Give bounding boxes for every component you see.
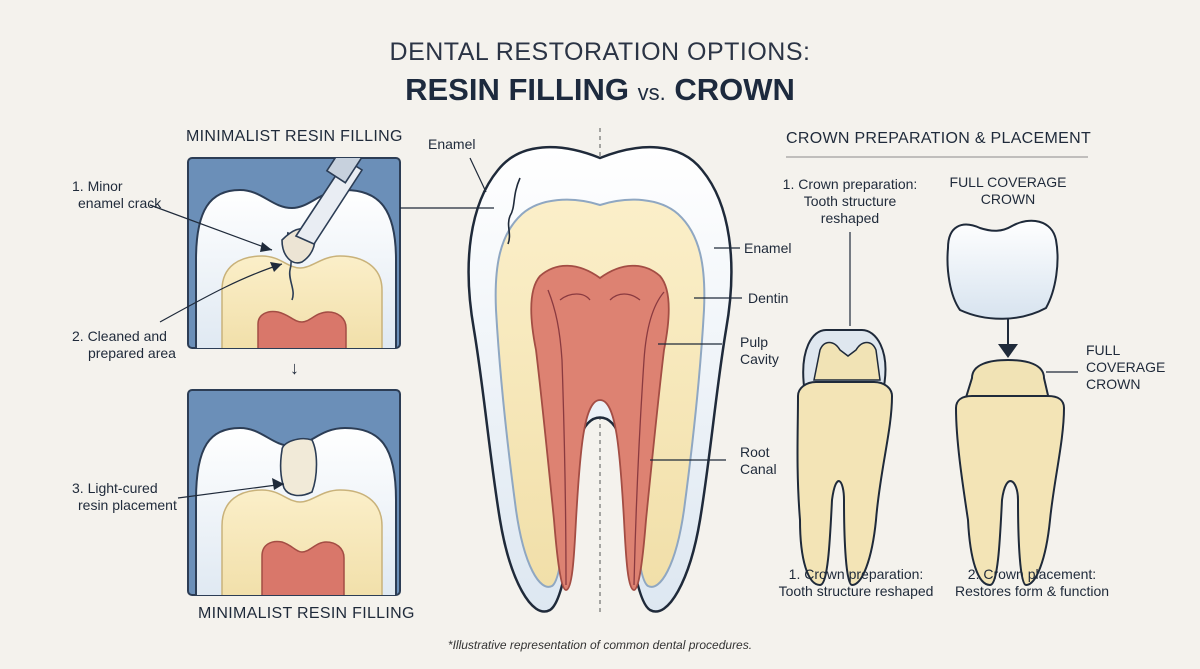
right-heading: CROWN PREPARATION & PLACEMENT (786, 130, 1092, 147)
step2-label: 2. Cleaned and prepared area (72, 328, 176, 362)
label-root-line1: Root (740, 444, 770, 460)
title-resin: RESIN FILLING (405, 72, 629, 107)
prep-top-label: 1. Crown preparation: Tooth structure re… (772, 176, 928, 227)
fcc-side-line2: COVERAGE (1086, 359, 1166, 375)
label-root: Root Canal (740, 444, 777, 478)
title-vs: vs. (637, 80, 666, 105)
filling-step1-panel (187, 157, 401, 349)
left-heading-top: MINIMALIST RESIN FILLING (186, 128, 403, 145)
left-heading-bottom: MINIMALIST RESIN FILLING (198, 605, 415, 622)
step3-label: 3. Light-cured resin placement (72, 480, 177, 514)
label-root-line2: Canal (740, 461, 777, 477)
fcc-side-line3: CROWN (1086, 376, 1141, 392)
step1-line1: 1. Minor (72, 178, 123, 194)
leader-arrowheads (260, 242, 284, 490)
step3-line2: resin placement (78, 497, 177, 513)
title-line-1: DENTAL RESTORATION OPTIONS: (389, 38, 811, 66)
step1-label: 1. Minor enamel crack (72, 178, 161, 212)
down-arrow: ↓ (290, 358, 299, 378)
step1-line2: enamel crack (78, 195, 162, 211)
label-dentin: Dentin (748, 290, 789, 306)
prep-top-line3: reshaped (820, 210, 880, 226)
title-line-2: RESIN FILLING vs. CROWN (0, 72, 1200, 108)
filling-step3-panel (187, 389, 401, 596)
title-crown: CROWN (674, 72, 795, 107)
main-tooth-cross-section (467, 145, 733, 613)
step3-line1: 3. Light-cured (72, 480, 158, 496)
crown-placement (946, 219, 1066, 587)
footnote: *Illustrative representation of common d… (447, 638, 753, 652)
fcc-top-line1: FULL COVERAGE (949, 174, 1067, 190)
step2-line2: prepared area (88, 345, 176, 361)
prep-bottom-line2: Tooth structure reshaped (778, 583, 934, 599)
step2-line1: 2. Cleaned and (72, 328, 167, 344)
label-pulp-line2: Cavity (740, 351, 779, 367)
leader-lines (149, 157, 1078, 499)
label-pulp: Pulp Cavity (740, 334, 779, 368)
prepared-tooth (796, 329, 894, 587)
fcc-side-line1: FULL (1086, 342, 1121, 358)
prep-top-line2: Tooth structure (803, 193, 897, 209)
label-pulp-line1: Pulp (740, 334, 769, 350)
place-bottom-label: 2. Crown placement: Restores form & func… (942, 566, 1122, 600)
fcc-top-label: FULL COVERAGE CROWN (928, 174, 1088, 208)
prep-bottom-line1: 1. Crown preparation: (788, 566, 924, 582)
prep-bottom-label: 1. Crown preparation: Tooth structure re… (768, 566, 944, 600)
place-bottom-line1: 2. Crown placement: (967, 566, 1097, 582)
place-bottom-line2: Restores form & function (954, 583, 1110, 599)
fcc-side-label: FULL COVERAGE CROWN (1086, 342, 1165, 393)
label-enamel-right: Enamel (744, 240, 792, 256)
prep-top-line1: 1. Crown preparation: (782, 176, 918, 192)
label-enamel-top: Enamel (428, 136, 476, 152)
fcc-top-line2: CROWN (980, 191, 1036, 207)
